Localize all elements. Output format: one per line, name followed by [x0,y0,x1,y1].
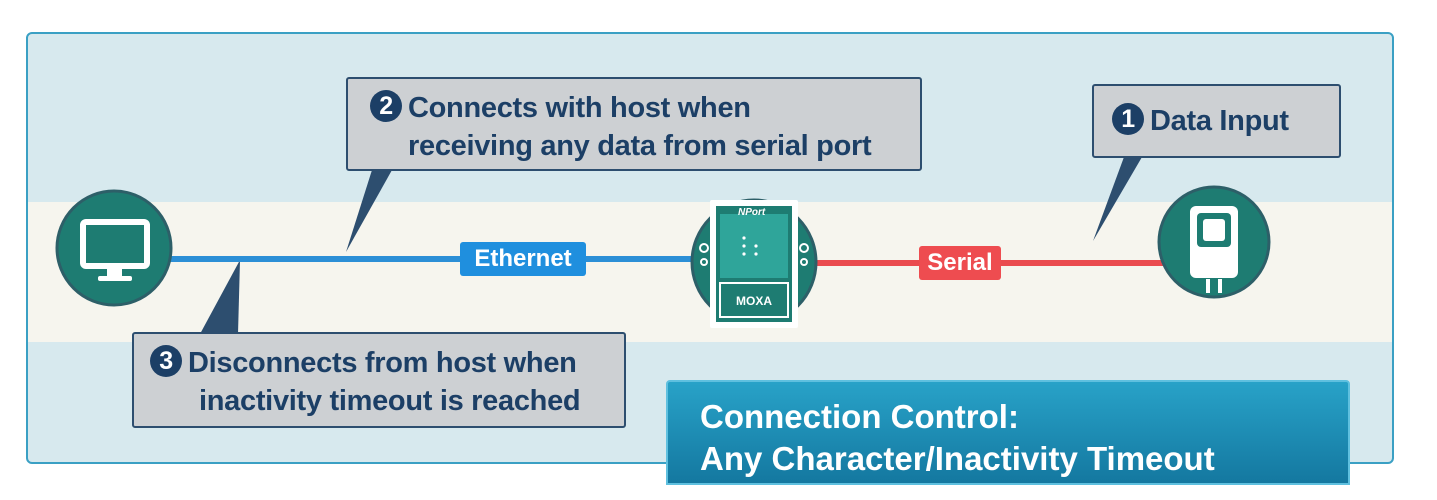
step-3-badge: 3 [150,345,182,377]
host-computer-node [55,189,173,307]
callout-3-pointer [200,260,240,334]
serial-device-node [1157,185,1271,299]
callout-disconnect-text1: Disconnects from host when [188,347,577,379]
callout-2-pointer [346,170,392,252]
callout-data-input-text: Data Input [1150,105,1289,137]
title-line2: Any Character/Inactivity Timeout [700,440,1215,477]
callout-connect-text2: receiving any data from serial port [408,130,872,162]
callout-1-pointer [1093,157,1142,241]
diagram-title: Connection Control: Any Character/Inacti… [666,380,1350,485]
moxa-brand-label: MOXA [736,294,772,308]
callout-connect-text1: Connects with host when [408,92,751,124]
nport-device-icon: NPort MOXA [699,200,809,328]
step-2-badge: 2 [370,90,402,122]
serial-label: Serial [919,246,1001,280]
nport-model-label: NPort [738,207,766,218]
step-1-badge: 1 [1112,103,1144,135]
monitor-icon [80,219,150,281]
callout-disconnect-text2: inactivity timeout is reached [199,385,581,417]
nport-device-node: NPort MOXA [690,198,818,328]
title-line1: Connection Control: [700,398,1019,435]
ethernet-label: Ethernet [460,242,586,276]
serial-connector-icon [1190,206,1238,293]
